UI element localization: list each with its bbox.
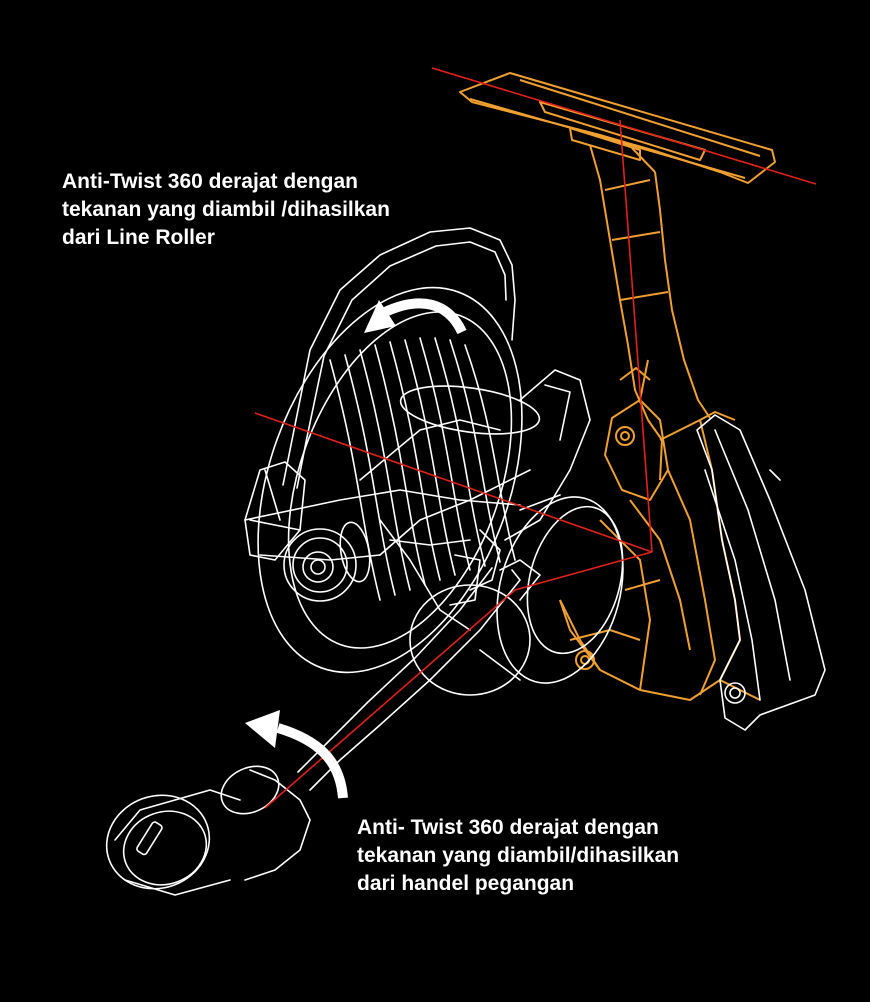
caption-line: Anti- Twist 360 derajat dengan <box>357 816 659 839</box>
caption-handle: Anti- Twist 360 derajat dengan tekanan y… <box>357 814 679 898</box>
frame-bolt-lower <box>575 650 595 670</box>
caption-line: dari Line Roller <box>62 226 215 249</box>
rotor-cup <box>496 496 624 684</box>
caption-line: tekanan yang diambil /dihasilkan <box>62 198 390 221</box>
axis-handle <box>264 551 653 809</box>
axis-stem <box>619 119 653 553</box>
side-cover <box>696 414 826 731</box>
rotor-arm <box>504 369 591 541</box>
curved-arrow-left-icon <box>364 298 467 335</box>
reel-foot <box>459 72 776 184</box>
bail-holder <box>244 461 306 561</box>
handle-arm <box>309 569 521 791</box>
reel-stem <box>589 144 663 481</box>
reel-body-plate <box>559 419 741 701</box>
handle-knob <box>244 769 311 881</box>
curved-arrow-left-icon <box>245 710 348 799</box>
line-roller <box>283 528 357 602</box>
axis-spool <box>254 412 653 553</box>
reel-frame-orange <box>459 72 776 701</box>
reel-outline-white <box>105 227 826 896</box>
axis-lines-red <box>254 67 817 809</box>
side-cover-bolt <box>724 682 746 704</box>
caption-line: tekanan yang diambil/dihasilkan <box>357 844 680 867</box>
handle-knob-cap <box>105 794 211 890</box>
frame-bolt-upper <box>615 426 635 446</box>
handle-knob-slot <box>136 821 163 856</box>
spool-line <box>329 337 516 601</box>
caption-line-roller: Anti-Twist 360 derajat dengan tekanan ya… <box>62 168 390 252</box>
caption-line: dari handel pegangan <box>357 872 575 895</box>
spool-rear-disc <box>257 286 523 674</box>
bail-arm <box>282 227 516 486</box>
axis-reel-foot <box>431 67 817 185</box>
caption-line: Anti-Twist 360 derajat dengan <box>62 170 358 193</box>
